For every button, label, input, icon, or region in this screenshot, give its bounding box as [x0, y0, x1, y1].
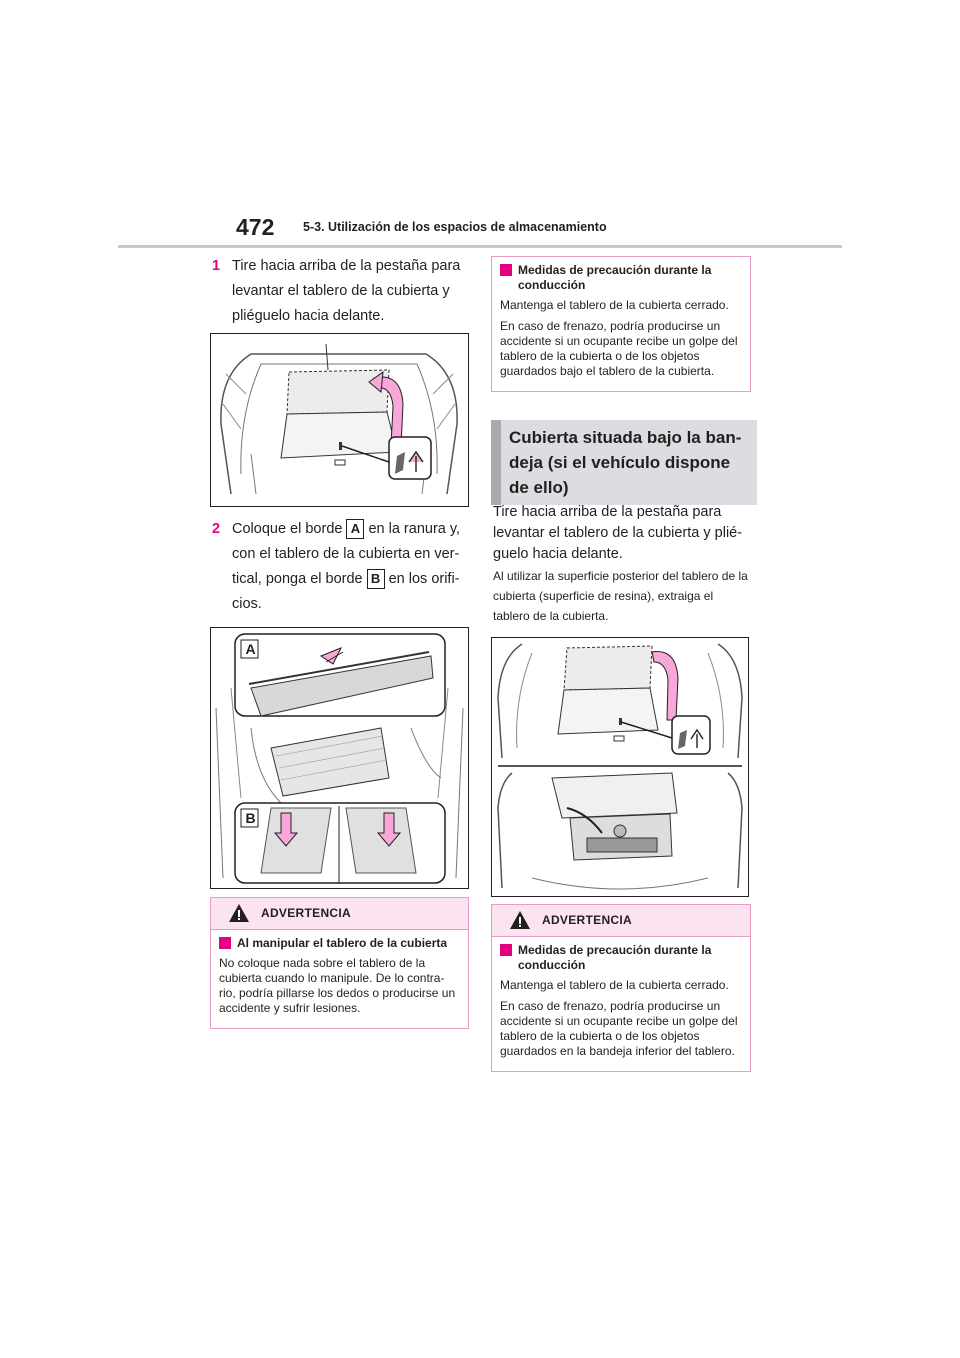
- warning-title: ADVERTENCIA: [542, 913, 632, 927]
- caution-para-1: Mantenga el tablero de la cubierta cerra…: [500, 298, 729, 312]
- warning-header: ADVERTENCIA: [492, 905, 750, 937]
- warning-text: No coloque nada sobre el tablero de la c…: [219, 956, 456, 1015]
- caution-box: Medidas de precaución durante la conducc…: [491, 256, 751, 392]
- label-b: B: [366, 569, 385, 590]
- page-number: 472: [236, 214, 275, 240]
- warning-body: Al manipular el tablero de la cubierta N…: [211, 930, 468, 1028]
- cargo-figure-2: A B: [210, 627, 469, 889]
- warning-para-2: En caso de frenazo, podría producirse un…: [500, 999, 738, 1058]
- note-paragraph: Al utilizar la superficie posterior del …: [493, 569, 748, 623]
- warning-triangle-icon: [229, 904, 249, 922]
- bullet-square-icon: [500, 944, 512, 956]
- label-a: A: [346, 519, 365, 540]
- down-arrow-icon: [273, 812, 402, 847]
- header-divider: [118, 245, 842, 248]
- step-1: 1 Tire hacia arriba de la pestaña para l…: [212, 254, 472, 329]
- figure-label-a: A: [245, 641, 256, 657]
- step-2-part-2: en la ranura y, con el tablero de la cub…: [232, 521, 461, 587]
- bullet-square-icon: [219, 937, 231, 949]
- cargo-figure-3: [491, 637, 749, 897]
- step-2-part-3: en los orifi- cios.: [232, 571, 460, 612]
- caution-body: Medidas de precaución durante la conducc…: [492, 257, 750, 391]
- caution-subheading: Medidas de precaución durante la conducc…: [500, 263, 742, 293]
- section-heading: Cubierta situada bajo la ban- deja (si e…: [491, 420, 757, 505]
- figure-label-b: B: [245, 810, 256, 826]
- body-paragraph: Tire hacia arriba de la pestaña para lev…: [493, 504, 743, 562]
- warning-triangle-icon: [510, 911, 530, 929]
- step-number: 1: [212, 258, 221, 274]
- warning-box-right: ADVERTENCIA Medidas de precaución durant…: [491, 904, 751, 1072]
- step-2-part-1: Coloque el borde: [232, 521, 343, 537]
- warning-box-left: ADVERTENCIA Al manipular el tablero de l…: [210, 897, 469, 1029]
- section-title: 5-3. Utilización de los espacios de alma…: [303, 220, 607, 234]
- bullet-square-icon: [500, 264, 512, 276]
- step-text: Tire hacia arriba de la pestaña para lev…: [232, 258, 461, 324]
- warning-body: Medidas de precaución durante la conducc…: [492, 937, 750, 1071]
- warning-subheading: Al manipular el tablero de la cubierta: [219, 936, 460, 951]
- warning-subheading: Medidas de precaución durante la conducc…: [500, 943, 742, 973]
- step-number: 2: [212, 521, 221, 537]
- warning-para-1: Mantenga el tablero de la cubierta cerra…: [500, 978, 729, 992]
- curved-arrow-icon: [651, 651, 679, 721]
- cargo-figure-1: [210, 333, 469, 507]
- warning-header: ADVERTENCIA: [211, 898, 468, 930]
- caution-para-2: En caso de frenazo, podría producirse un…: [500, 319, 738, 378]
- warning-title: ADVERTENCIA: [261, 906, 351, 920]
